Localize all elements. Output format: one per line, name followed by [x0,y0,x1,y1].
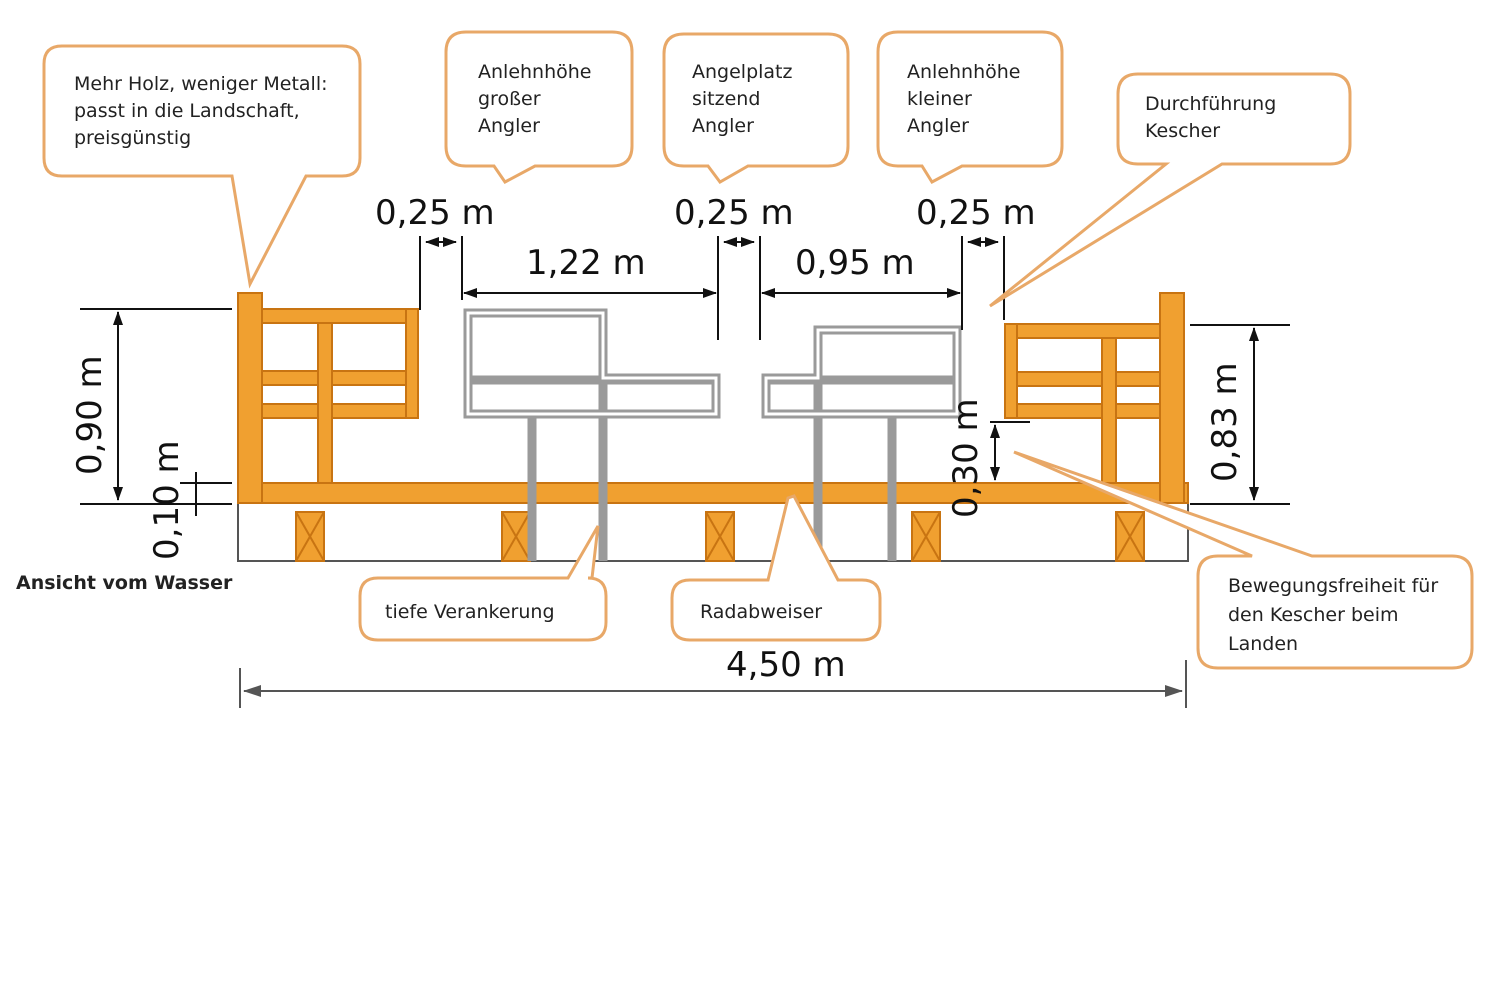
callout-anchor-text: tiefe Verankerung [385,601,555,623]
dim-height-right: 0,83 m [1205,362,1245,482]
total-width-line [239,660,1187,708]
callout-lean-big-text: Anlehnhöhe großer Angler [478,61,592,137]
dim-width-small: 0,95 m [795,243,915,283]
support-block [295,511,325,562]
dim-gap-right: 0,25 m [916,193,1036,233]
dimension-lines [80,236,1290,516]
dim-height-left: 0,90 m [70,355,110,475]
svg-text:Mehr Holz, weniger Metall:: Mehr Holz, weniger Metall: [74,73,328,95]
callout-lean-small-text: Anlehnhöhe kleiner Angler [907,61,1021,137]
svg-text:preisgünstig: preisgünstig [74,127,191,149]
svg-text:großer: großer [478,88,541,110]
svg-text:Anlehnhöhe: Anlehnhöhe [478,61,592,83]
svg-text:Bewegungsfreiheit für: Bewegungsfreiheit für [1228,575,1438,597]
callout-material [42,44,362,289]
rail-big-angler [463,308,721,419]
callout-seat [662,32,850,184]
svg-text:Radabweiser: Radabweiser [700,601,822,623]
callout-wheel-guard [670,494,882,642]
left-railing [237,292,419,504]
dim-gap-mid: 0,25 m [674,193,794,233]
support-block [501,511,531,562]
svg-text:sitzend: sitzend [692,88,760,110]
callout-lean-big [444,30,634,184]
support-block [911,511,941,562]
dim-gap-left: 0,25 m [375,193,495,233]
callout-anchor [358,525,608,642]
callout-lean-small [876,30,1064,184]
svg-text:Kescher: Kescher [1145,120,1220,142]
support-block [1115,511,1145,562]
view-label: Ansicht vom Wasser [16,572,233,594]
svg-text:Landen: Landen [1228,633,1298,655]
callout-bubbles [42,30,1474,670]
svg-text:Angelplatz: Angelplatz [692,61,793,83]
callout-wheel-guard-text: Radabweiser [700,601,822,623]
rail-small-angler [761,325,962,419]
dim-total-width: 4,50 m [726,645,846,685]
right-railing [1004,292,1185,504]
callout-net-freedom-text: Bewegungsfreiheit für den Kescher beim L… [1228,575,1438,655]
wooden-structure [237,292,1189,562]
deck-beam [237,482,1189,504]
svg-text:kleiner: kleiner [907,88,972,110]
svg-text:Angler: Angler [907,115,969,137]
svg-text:passt in die Landschaft,: passt in die Landschaft, [74,100,300,122]
dim-height-base: 0,10 m [147,440,187,560]
support-block [705,511,735,562]
svg-text:den Kescher beim: den Kescher beim [1228,604,1399,626]
callout-seat-text: Angelplatz sitzend Angler [692,61,793,137]
svg-text:tiefe Verankerung: tiefe Verankerung [385,601,555,623]
callout-net-pass [989,72,1352,308]
callout-net-pass-text: Durchführung Kescher [1145,93,1276,142]
callout-net-freedom [1013,450,1474,670]
svg-text:Durchführung: Durchführung [1145,93,1276,115]
dim-width-big: 1,22 m [526,243,646,283]
svg-text:Angler: Angler [478,115,540,137]
svg-text:Angler: Angler [692,115,754,137]
metal-highlights [466,311,959,416]
svg-text:Anlehnhöhe: Anlehnhöhe [907,61,1021,83]
dim-height-mid: 0,30 m [946,398,986,518]
callout-material-text: Mehr Holz, weniger Metall: passt in die … [74,73,328,149]
